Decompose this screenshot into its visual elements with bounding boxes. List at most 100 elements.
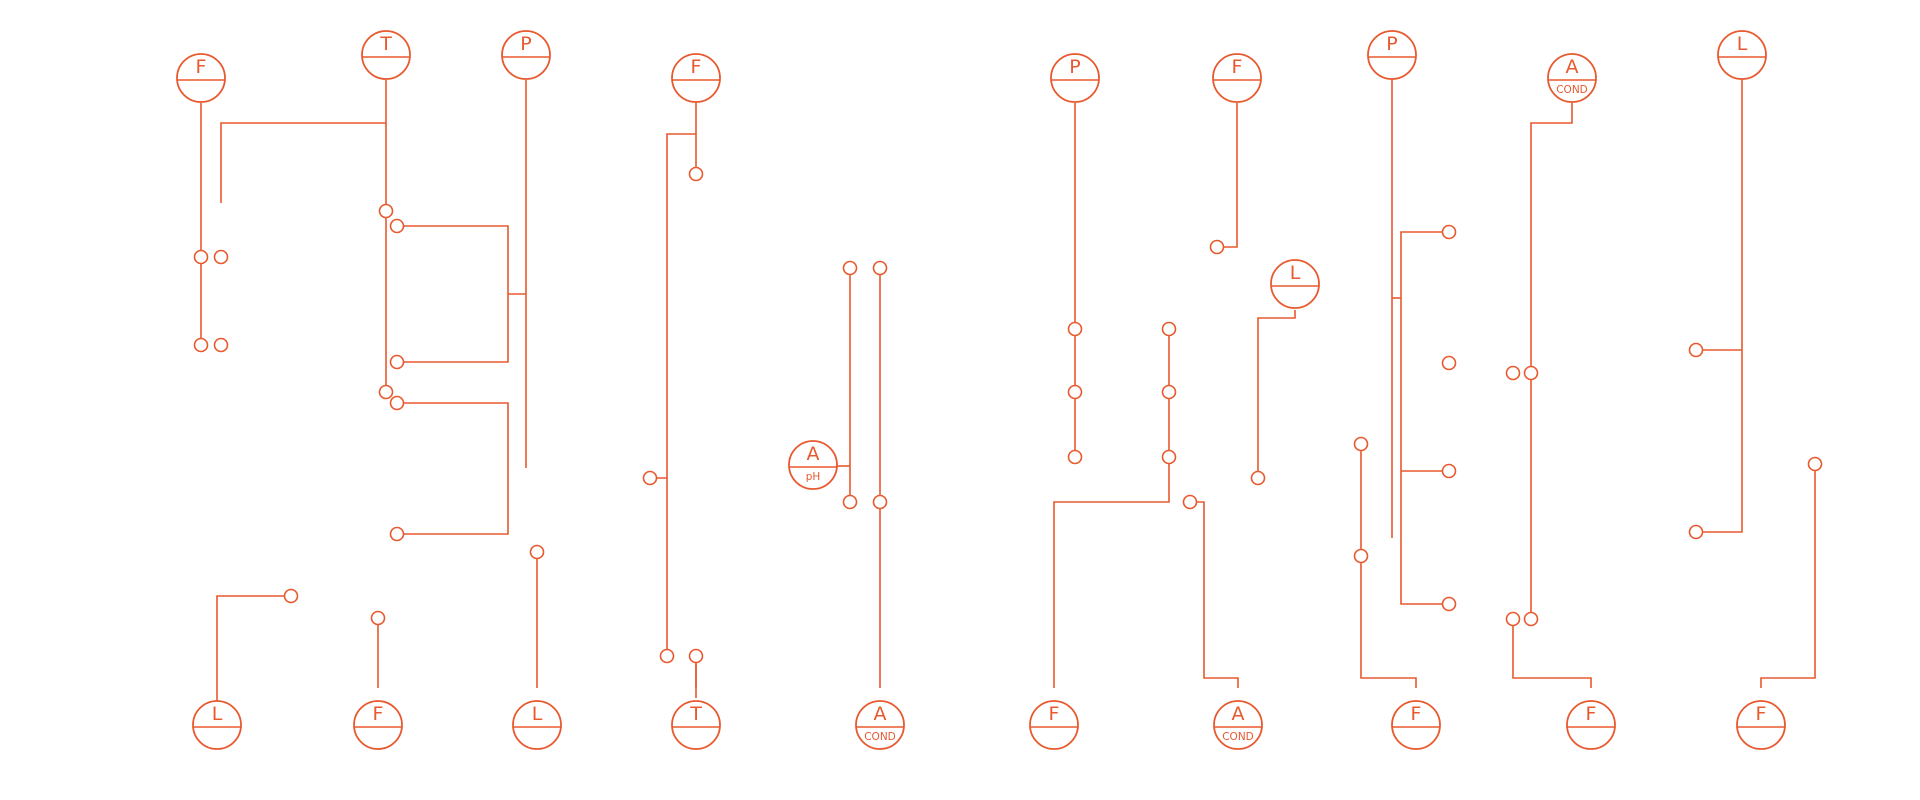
level-instrument-icon: L bbox=[1717, 30, 1767, 80]
analyzer-instrument-icon: ApH bbox=[788, 440, 838, 490]
pressure-instrument-icon: P bbox=[1050, 53, 1100, 103]
instrument-letter: L bbox=[1290, 262, 1301, 284]
tap-point bbox=[213, 337, 229, 353]
flow-instrument-icon: F bbox=[176, 53, 226, 103]
instrument-subtitle: COND bbox=[1222, 731, 1254, 743]
tap-point bbox=[283, 588, 299, 604]
connection-line bbox=[220, 80, 387, 203]
pressure-instrument-icon: P bbox=[501, 30, 551, 80]
instrument-letter: L bbox=[1737, 33, 1748, 55]
tap-point bbox=[1688, 524, 1704, 540]
connection-line bbox=[397, 402, 509, 535]
instrument-letter: F bbox=[1232, 56, 1243, 78]
connection-line bbox=[1360, 444, 1417, 688]
instrument-letter: A bbox=[1232, 703, 1245, 725]
analyzer-instrument-icon: A COND bbox=[1213, 700, 1263, 750]
temperature-instrument-icon: T bbox=[361, 30, 411, 80]
instrument-letter: A bbox=[807, 443, 820, 465]
tap-point bbox=[1161, 384, 1177, 400]
flow-instrument-icon: F bbox=[1029, 700, 1079, 750]
flow-instrument-icon: F bbox=[353, 700, 403, 750]
instrument-subtitle: pH bbox=[806, 471, 821, 483]
tap-point bbox=[1209, 239, 1225, 255]
tap-point bbox=[1067, 384, 1083, 400]
instrument-subtitle: COND bbox=[864, 731, 896, 743]
level-instrument-icon: L bbox=[192, 700, 242, 750]
connection-line bbox=[1760, 464, 1816, 688]
tap-point bbox=[659, 648, 675, 664]
analyzer-instrument-icon: A COND bbox=[855, 700, 905, 750]
tap-point bbox=[1067, 449, 1083, 465]
level-instrument-icon: L bbox=[1270, 259, 1320, 309]
flow-instrument-icon: F bbox=[671, 53, 721, 103]
tap-point bbox=[688, 648, 704, 664]
instrument-letter: F bbox=[373, 703, 384, 725]
instrument-letter: A bbox=[1566, 56, 1579, 78]
tap-points bbox=[193, 166, 1823, 664]
instrument-letter: F bbox=[1411, 703, 1422, 725]
tap-point bbox=[1161, 321, 1177, 337]
tap-point bbox=[378, 203, 394, 219]
tap-point bbox=[1505, 611, 1521, 627]
instrument-letter: F bbox=[1756, 703, 1767, 725]
flow-instrument-icon: F bbox=[1566, 700, 1616, 750]
instrument-letter: T bbox=[689, 703, 702, 725]
tap-point bbox=[1505, 365, 1521, 381]
tap-point bbox=[1441, 596, 1457, 612]
connection-line bbox=[216, 595, 291, 720]
tap-point bbox=[872, 494, 888, 510]
connection-line bbox=[1530, 103, 1573, 619]
instrument-letter: F bbox=[1049, 703, 1060, 725]
tap-point bbox=[378, 384, 394, 400]
instrument-bubbles: F T P F P F P A COND L ApH L L F L T A COND F A COND F F F bbox=[176, 30, 1786, 750]
connection-line bbox=[1053, 330, 1170, 688]
tap-point bbox=[213, 249, 229, 265]
instrument-letter: L bbox=[212, 703, 223, 725]
level-instrument-icon: L bbox=[512, 700, 562, 750]
instrument-letter: P bbox=[1069, 56, 1080, 78]
tap-point bbox=[529, 544, 545, 560]
temperature-instrument-icon: T bbox=[671, 700, 721, 750]
tap-point bbox=[1067, 321, 1083, 337]
tap-point bbox=[642, 470, 658, 486]
analyzer-instrument-icon: A COND bbox=[1547, 53, 1597, 103]
tap-point bbox=[389, 395, 405, 411]
instrument-subtitle: COND bbox=[1556, 84, 1588, 96]
connection-line bbox=[1512, 619, 1592, 688]
connection-line bbox=[1217, 103, 1238, 248]
tap-point bbox=[389, 354, 405, 370]
connection-line bbox=[1696, 78, 1743, 533]
instrument-letter: T bbox=[379, 33, 392, 55]
tap-point bbox=[1441, 355, 1457, 371]
tap-point bbox=[1523, 611, 1539, 627]
tap-point bbox=[1688, 342, 1704, 358]
connection-line bbox=[1190, 501, 1239, 688]
instrument-letter: L bbox=[532, 703, 543, 725]
tap-point bbox=[1353, 436, 1369, 452]
tap-point bbox=[1353, 548, 1369, 564]
instrument-letter: F bbox=[691, 56, 702, 78]
instrument-letter: A bbox=[874, 703, 887, 725]
tap-point bbox=[389, 526, 405, 542]
tap-point bbox=[389, 218, 405, 234]
instrument-letter: P bbox=[1386, 33, 1397, 55]
tap-point bbox=[1250, 470, 1266, 486]
instrument-letter: F bbox=[196, 56, 207, 78]
connection-line bbox=[1257, 310, 1296, 478]
flow-instrument-icon: F bbox=[1212, 53, 1262, 103]
instrument-letter: F bbox=[1586, 703, 1597, 725]
tap-point bbox=[842, 494, 858, 510]
connection-lines bbox=[200, 78, 1816, 720]
tap-point bbox=[193, 337, 209, 353]
tap-point bbox=[1441, 463, 1457, 479]
tap-point bbox=[1161, 449, 1177, 465]
connection-line bbox=[1400, 231, 1449, 605]
tap-point bbox=[1807, 456, 1823, 472]
tap-point bbox=[688, 166, 704, 182]
connection-line bbox=[666, 133, 696, 656]
instrument-letter: P bbox=[520, 33, 531, 55]
tap-point bbox=[1523, 365, 1539, 381]
tap-point bbox=[370, 610, 386, 626]
tap-point bbox=[1182, 494, 1198, 510]
